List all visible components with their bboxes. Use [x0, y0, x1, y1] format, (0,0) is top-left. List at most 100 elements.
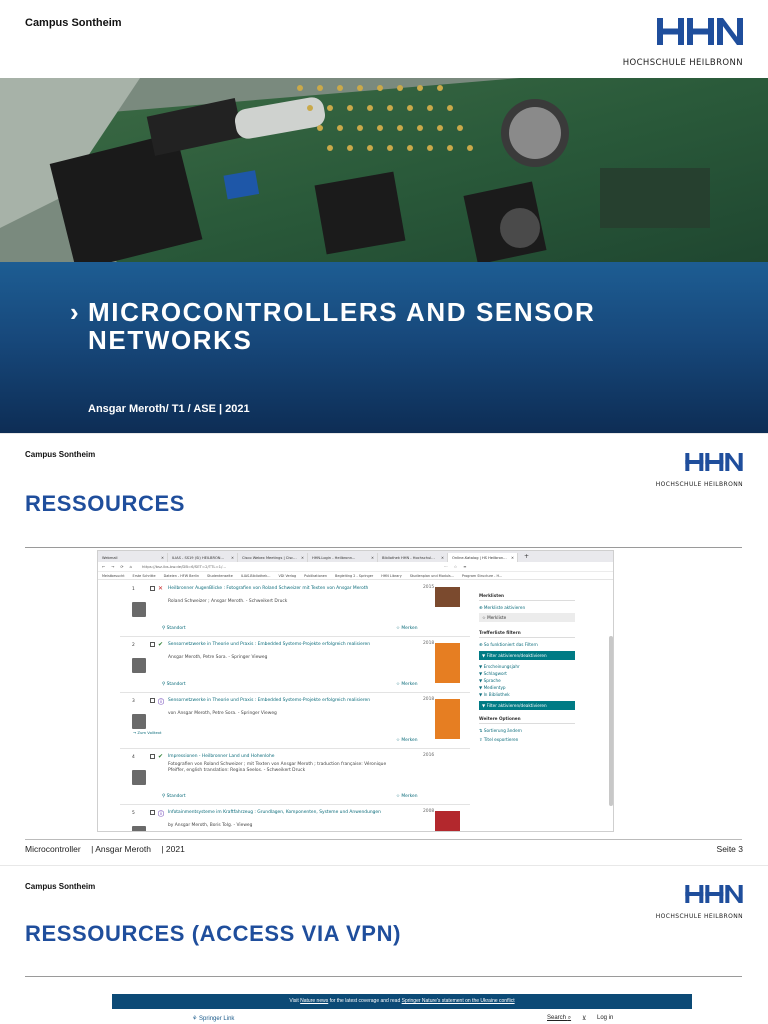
filter-item[interactable]: ▼ Sprache	[479, 678, 501, 683]
result-title-link[interactable]: Sensornetzwerke in Theorie und Praxis : …	[168, 698, 371, 703]
result-year: 2018	[423, 697, 435, 702]
book-icon	[132, 714, 146, 729]
filter-help-link[interactable]: ⊕ So funktioniert das Filtern	[479, 642, 538, 647]
hhn-logo: HOCHSCHULE HEILBRONN	[623, 18, 743, 68]
search-icon: ⌕	[567, 1015, 572, 1021]
hhn-logo-mark	[685, 885, 743, 903]
reload-icon[interactable]: ⟳	[120, 564, 124, 569]
result-checkbox[interactable]	[150, 586, 155, 591]
bookmark-item[interactable]: Studentenseite	[207, 573, 233, 578]
result-title-link[interactable]: Infotainmentsysteme im Kraftfahrzeug : G…	[168, 810, 381, 815]
book-cover-thumbnail[interactable]	[435, 811, 460, 831]
browser-tab-bar: Webmail✕ ILIAS - SS19 (Si) HEILBRON...✕ …	[98, 551, 613, 562]
zum-volltext-link[interactable]: → Zum Volltext	[133, 730, 162, 735]
footer-rule	[25, 839, 742, 840]
footer-course: Microcontroller	[25, 844, 81, 854]
menu-dots-icon[interactable]: ⋯	[443, 564, 448, 569]
campus-label: Campus Sontheim	[25, 882, 96, 891]
export-link[interactable]: ⇪ Titel exportieren	[479, 737, 519, 742]
browser-screenshot: Webmail✕ ILIAS - SS19 (Si) HEILBRON...✕ …	[97, 550, 614, 832]
info-icon: ⓘ	[158, 699, 165, 706]
cart-icon[interactable]: ⊻	[582, 1016, 587, 1022]
result-title-link[interactable]: Impressionen - Heilbronner Land und Hohe…	[168, 754, 275, 759]
logo-subtitle: HOCHSCHULE HEILBRONN	[655, 913, 743, 920]
bookmark-item[interactable]: Begleiting 2 - Springer	[335, 573, 374, 578]
merken-link[interactable]: ☆ Merken	[396, 626, 418, 631]
filter-toggle-button[interactable]: ▼ Filter aktivieren/deaktivieren	[479, 701, 575, 710]
result-checkbox[interactable]	[150, 698, 155, 703]
more-options-heading: Weitere Optionen	[479, 716, 575, 724]
merken-link[interactable]: ☆ Merken	[396, 738, 418, 743]
back-icon[interactable]: ←	[102, 564, 106, 569]
standort-link[interactable]: ⚲ Standort	[162, 794, 186, 799]
result-title-link[interactable]: Sensornetzwerke in Theorie und Praxis : …	[168, 642, 371, 647]
bookmark-item[interactable]: ILIAS-Bibliothek...	[240, 573, 271, 578]
book-cover-thumbnail[interactable]	[435, 643, 460, 683]
browser-tab[interactable]: HHN-Login - Heilbronn...✕	[308, 553, 378, 562]
filter-item[interactable]: ▼ Erscheinungsjahr	[479, 664, 520, 669]
merken-link[interactable]: ☆ Merken	[396, 794, 418, 799]
settings-menu-icon[interactable]: ≡	[463, 564, 467, 569]
result-checkbox[interactable]	[150, 810, 155, 815]
filter-item[interactable]: ▼ Schlagwort	[479, 671, 507, 676]
result-year: 2018	[423, 641, 435, 646]
filter-item[interactable]: ▼ Medientyp	[479, 685, 506, 690]
sort-link[interactable]: ⇅ Sortierung ändern	[479, 728, 522, 733]
book-cover-thumbnail[interactable]	[435, 587, 460, 607]
book-cover-thumbnail[interactable]	[435, 699, 460, 739]
result-checkbox[interactable]	[150, 642, 155, 647]
available-icon: ✔	[158, 753, 164, 760]
available-icon: ✔	[158, 641, 164, 648]
ukraine-statement-link[interactable]: Springer Nature's statement on the Ukrai…	[401, 998, 515, 1004]
browser-url-bar: ← → ⟳ ⌂ https://bsz.ibs-bw.de/DB=6/SET=2…	[98, 562, 613, 572]
url-field[interactable]: https://bsz.ibs-bw.de/DB=6/SET=2/TTL=1/.…	[141, 564, 226, 569]
login-link[interactable]: Log in	[597, 1015, 614, 1021]
bookmark-item[interactable]: Studienplan und Moduls...	[409, 573, 454, 578]
book-icon	[132, 602, 146, 617]
nature-news-link[interactable]: Nature news	[300, 998, 329, 1004]
standort-link[interactable]: ⚲ Standort	[162, 626, 186, 631]
standort-link[interactable]: ⚲ Standort	[162, 682, 186, 687]
result-item: 5 ⓘ Infotainmentsysteme im Kraftfahrzeug…	[120, 805, 470, 831]
bookmark-item[interactable]: VDI Verlag	[278, 573, 297, 578]
hhn-logo-mark	[657, 18, 743, 45]
title-slide: Campus Sontheim HOCHSCHULE HEILBRONN	[0, 0, 768, 433]
merken-link[interactable]: ☆ Merken	[396, 682, 418, 687]
bookmark-item[interactable]: Program Structure - H...	[461, 573, 503, 578]
bookmark-item[interactable]: Publikationen	[304, 573, 328, 578]
search-link[interactable]: Search ⌕	[547, 1015, 572, 1021]
filter-item[interactable]: ▼ In Bibliothek	[479, 692, 510, 697]
result-year: 2008	[423, 809, 435, 814]
browser-tab[interactable]: Webmail✕	[98, 553, 168, 562]
hero-photo-circuit-board	[0, 78, 768, 268]
bookmark-item[interactable]: HHN Library	[381, 573, 402, 578]
browser-tab[interactable]: Bibliothek HHN - Hochschul...✕	[378, 553, 448, 562]
heading-rule	[25, 976, 742, 977]
browser-tab[interactable]: Cisco Webex Meetings | Cisc...✕	[238, 553, 308, 562]
forward-icon[interactable]: →	[111, 564, 115, 569]
result-number: 5	[132, 811, 135, 816]
bookmark-item[interactable]: Erste Schritte	[132, 573, 156, 578]
merkliste-item[interactable]: ☆ Merkliste	[479, 613, 575, 622]
bookmark-item[interactable]: Meistbesucht	[102, 573, 125, 578]
home-icon[interactable]: ⌂	[129, 564, 132, 569]
result-year: 2016	[423, 753, 435, 758]
bookmark-item[interactable]: Dateien - HFW Berlin	[163, 573, 200, 578]
result-title-link[interactable]: Heilbronner AugenBlicke : Fotografien vo…	[168, 586, 369, 591]
merklisten-heading: Merklisten	[479, 593, 575, 601]
result-authors: Roland Schweizer ; Ansgar Meroth. - Schw…	[168, 599, 288, 604]
result-checkbox[interactable]	[150, 754, 155, 759]
scrollbar[interactable]	[609, 636, 613, 806]
filter-toggle-button[interactable]: ▼ Filter aktivieren/deaktivieren	[479, 651, 575, 660]
browser-tab-active[interactable]: Online-Katalog | HS Heilbron...✕	[448, 553, 518, 562]
footer-author: | Ansgar Meroth	[91, 844, 151, 854]
result-year: 2015	[423, 585, 435, 590]
bookmark-star-icon[interactable]: ☆	[453, 564, 458, 569]
book-icon	[132, 770, 146, 785]
springer-link-logo[interactable]: ⚘ Springer Link	[192, 1016, 235, 1022]
browser-tab[interactable]: ILIAS - SS19 (Si) HEILBRON...✕	[168, 553, 238, 562]
result-item: 4 ✔ Impressionen - Heilbronner Land und …	[120, 749, 470, 805]
new-tab-icon[interactable]: +	[524, 553, 530, 560]
logo-subtitle: HOCHSCHULE HEILBRONN	[622, 58, 743, 68]
merkliste-activate-link[interactable]: ⊕ Merkliste aktivieren	[479, 605, 526, 610]
